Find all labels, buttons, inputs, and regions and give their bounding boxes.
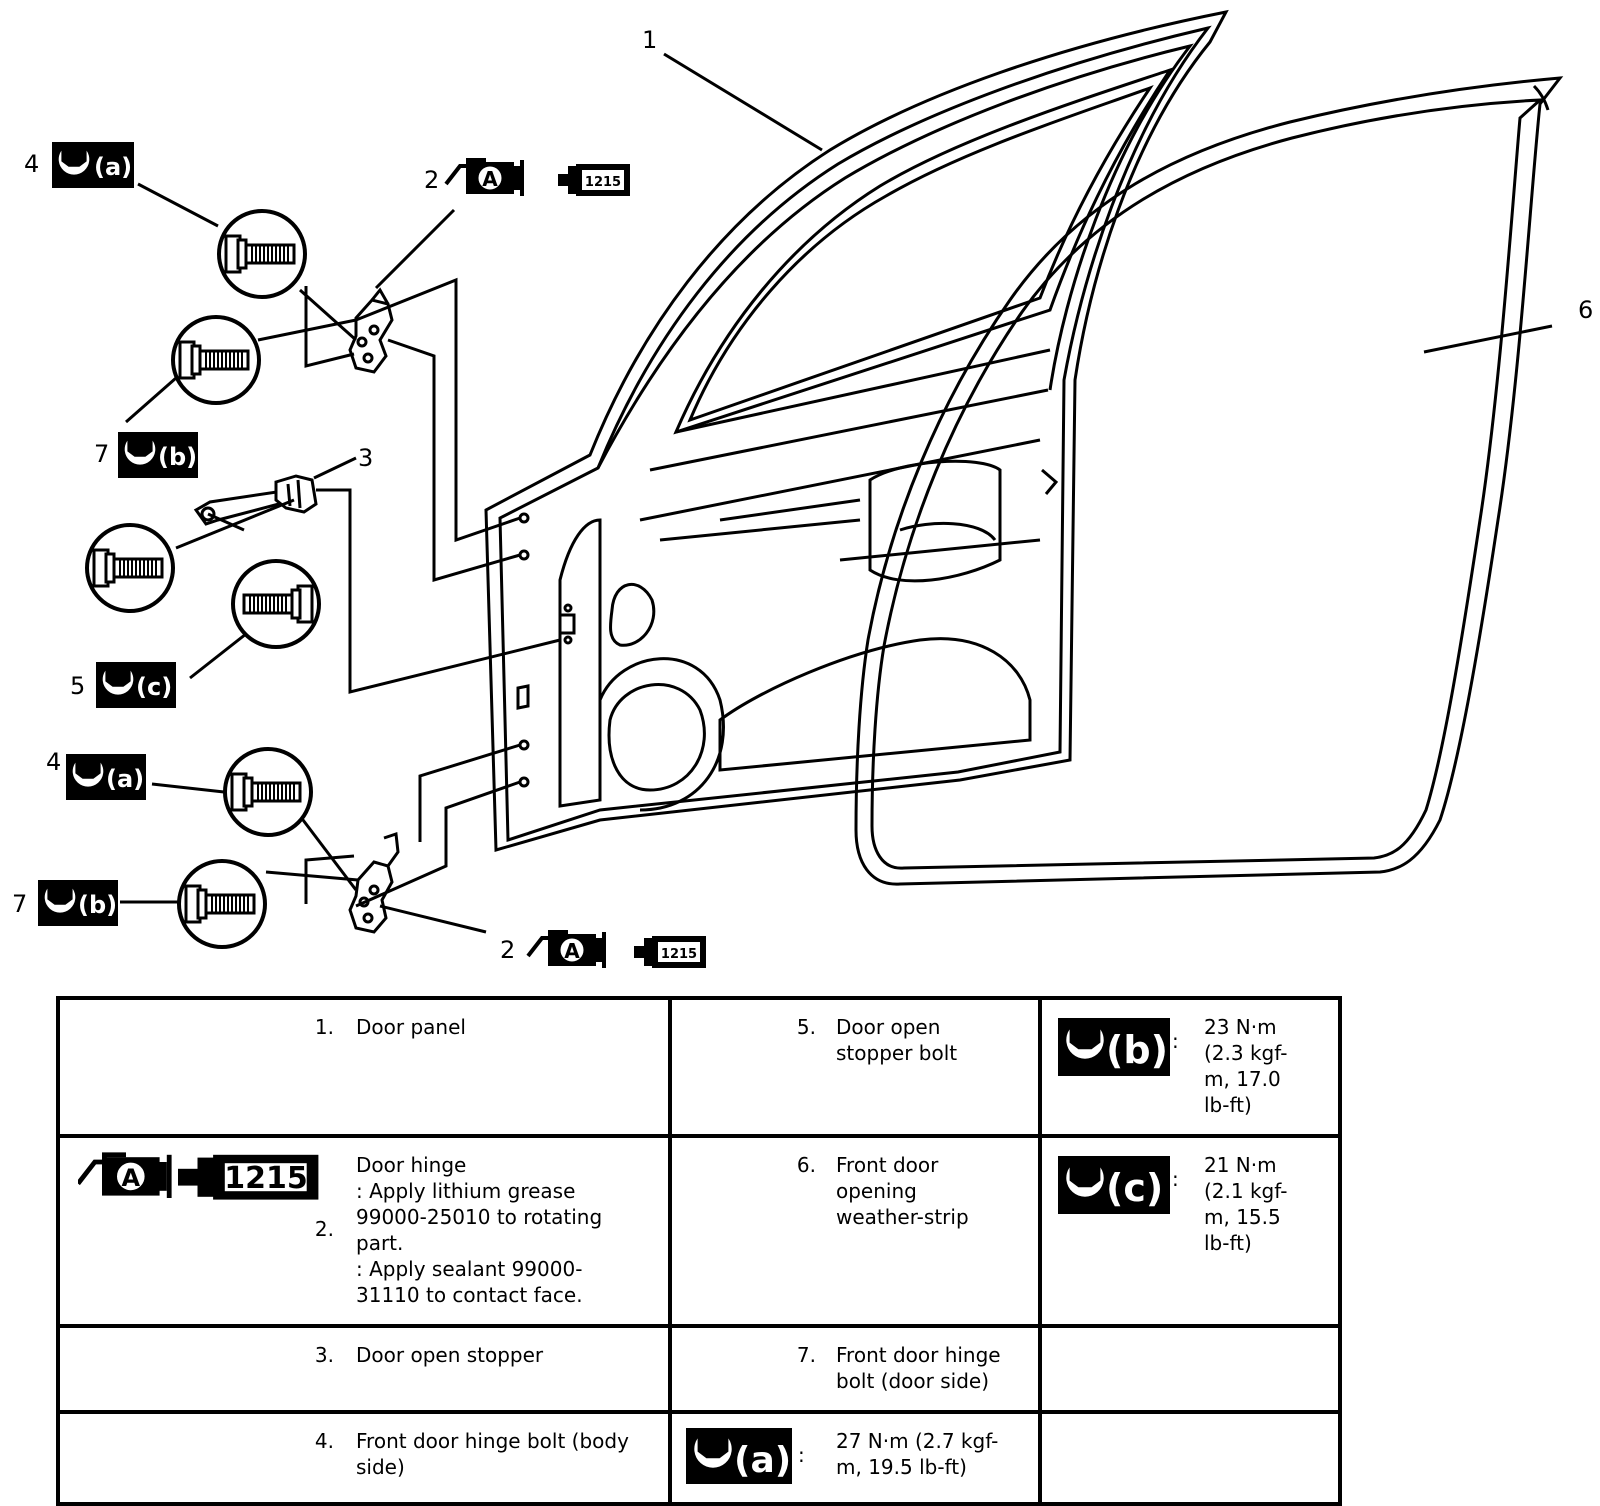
grease-gun-icon: A [526, 930, 608, 970]
svg-text:(b): (b) [78, 891, 117, 919]
legend-colon: : [1172, 1029, 1179, 1053]
svg-text:(b): (b) [158, 443, 197, 471]
svg-text:A: A [482, 167, 498, 191]
callout-2-upper: 2 [424, 166, 439, 194]
exploded-door-diagram: 1 6 2 2 3 4 4 5 7 7 (a) (b) (c) (a) (b) … [12, 9, 1593, 970]
bolt-icon [231, 559, 321, 649]
bolt-icon [171, 315, 261, 405]
legend-number: 6. [796, 1153, 816, 1177]
legend-number: 3. [314, 1343, 334, 1367]
leader-lines [120, 52, 1553, 934]
legend-number: 2. [314, 1217, 334, 1241]
legend-table: 1. Door panel 5. Door open stopper bolt … [56, 996, 1342, 1506]
legend-cell: (a) : 27 N·m (2.7 kgf- m, 19.5 lb-ft) [668, 1410, 1042, 1506]
legend-number: 5. [796, 1015, 816, 1039]
callout-3: 3 [358, 444, 373, 472]
wrench-icon: (c) [1058, 1156, 1170, 1214]
wrench-icon: (b) [1058, 1018, 1170, 1076]
legend-cell: 6. Front door opening weather-strip [668, 1134, 1042, 1328]
torque-badge-b-lower: (b) [38, 880, 118, 926]
legend-number: 4. [314, 1429, 334, 1453]
weather-strip-drawing [854, 76, 1564, 886]
grease-gun-icon: A [444, 158, 526, 198]
legend-number: 1. [314, 1015, 334, 1039]
legend-cell: 1. Door panel [56, 996, 672, 1138]
legend-number: 7. [796, 1343, 816, 1367]
legend-text: Front door hinge bolt (door side) [836, 1343, 1001, 1393]
svg-text:1215: 1215 [661, 947, 697, 962]
svg-text:A: A [122, 1164, 141, 1192]
legend-colon: : [1172, 1167, 1179, 1191]
callout-1: 1 [642, 26, 657, 54]
svg-text:(a): (a) [94, 153, 132, 181]
torque-badge-c: (c) [96, 662, 176, 708]
bolt-icon [177, 859, 267, 949]
callout-7-upper: 7 [94, 440, 109, 468]
legend-text: Door open stopper [356, 1343, 544, 1367]
bolt-icon [85, 523, 175, 613]
wrench-icon: (a) [686, 1428, 792, 1484]
door-panel-drawing [484, 9, 1229, 852]
callout-2-lower: 2 [500, 936, 515, 964]
legend-text: Door open stopper bolt [836, 1015, 958, 1065]
grease-sealant-icon: A 1215 [78, 1150, 319, 1206]
callout-4-upper: 4 [24, 150, 39, 178]
bolt-icon [223, 747, 313, 837]
legend-text: Front door hinge bolt (body side) [356, 1429, 629, 1479]
legend-cell [1038, 1324, 1342, 1414]
torque-badge-b-upper: (b) [118, 432, 198, 478]
legend-text: Door panel [356, 1015, 466, 1039]
legend-colon: : [798, 1443, 805, 1467]
legend-cell: 4. Front door hinge bolt (body side) [56, 1410, 672, 1506]
callout-6: 6 [1578, 296, 1593, 324]
svg-text:(b): (b) [1106, 1028, 1168, 1072]
legend-cell [1038, 1410, 1342, 1506]
legend-cell: 3. Door open stopper [56, 1324, 672, 1414]
svg-text:(a): (a) [734, 1440, 791, 1481]
torque-badge-a-upper: (a) [52, 142, 134, 188]
lower-hinge-drawing [348, 831, 400, 934]
bolt-icon [217, 209, 307, 299]
svg-text:1215: 1215 [585, 175, 621, 190]
torque-value: 23 N·m (2.3 kgf- m, 17.0 lb-ft) [1204, 1015, 1288, 1117]
callout-7-lower: 7 [12, 890, 27, 918]
svg-text:(a): (a) [106, 765, 144, 793]
torque-value: 27 N·m (2.7 kgf- m, 19.5 lb-ft) [836, 1429, 999, 1479]
legend-cell: 5. Door open stopper bolt [668, 996, 1042, 1138]
legend-text: Front door opening weather-strip [836, 1153, 969, 1229]
legend-cell: (c) : 21 N·m (2.1 kgf- m, 15.5 lb-ft) [1038, 1134, 1342, 1328]
torque-value: 21 N·m (2.1 kgf- m, 15.5 lb-ft) [1204, 1153, 1288, 1255]
upper-hinge-drawing [348, 287, 394, 374]
sealant-tube-icon: 1215 [558, 164, 630, 196]
sealant-tube-icon: 1215 [634, 936, 706, 968]
callout-5: 5 [70, 672, 85, 700]
legend-cell: A 1215 2. Door hinge : Apply lithium gre… [56, 1134, 672, 1328]
legend-cell: (b) : 23 N·m (2.3 kgf- m, 17.0 lb-ft) [1038, 996, 1342, 1138]
legend-cell: 7. Front door hinge bolt (door side) [668, 1324, 1042, 1414]
svg-text:A: A [564, 939, 580, 963]
svg-text:(c): (c) [1106, 1166, 1163, 1210]
callout-4-lower: 4 [46, 748, 61, 776]
legend-text: Door hinge : Apply lithium grease 99000-… [356, 1153, 603, 1307]
torque-badge-a-lower: (a) [66, 754, 146, 800]
svg-text:(c): (c) [136, 673, 172, 701]
svg-text:1215: 1215 [224, 1161, 308, 1196]
